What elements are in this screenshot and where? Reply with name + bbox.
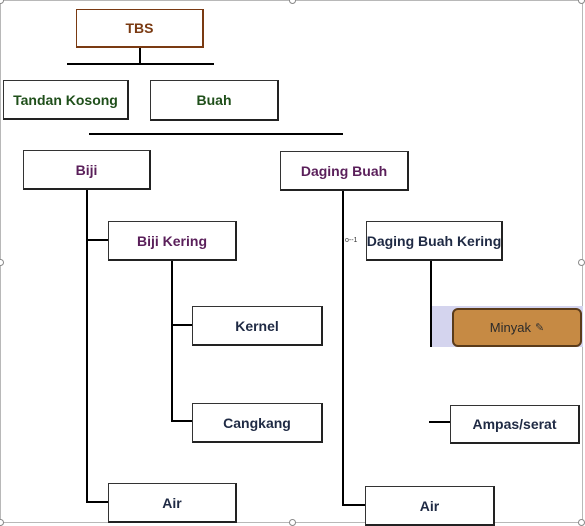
selection-handle-middle-right[interactable] (578, 259, 585, 266)
node-daging-buah[interactable]: Daging Buah (280, 151, 409, 191)
node-air-right[interactable]: Air (365, 486, 495, 526)
connector-to-ampas-serat (429, 421, 452, 423)
selection-handle-bottom-middle[interactable] (289, 519, 296, 526)
selection-handle-middle-left[interactable] (0, 259, 4, 266)
node-kernel[interactable]: Kernel (192, 306, 323, 346)
connector-to-air-left (86, 501, 109, 503)
selection-handle-bottom-left[interactable] (0, 519, 4, 526)
node-minyak[interactable]: Minyak ✎ (452, 308, 582, 347)
node-tbs-label: TBS (125, 20, 154, 36)
node-ampas-serat-label: Ampas/serat (472, 416, 557, 432)
connector-daging-buah-trunk (342, 191, 344, 506)
node-ampas-serat[interactable]: Ampas/serat (450, 405, 580, 444)
connector-buah-bar (89, 133, 343, 135)
node-air-left[interactable]: Air (108, 483, 237, 523)
node-air-right-label: Air (419, 497, 440, 514)
node-daging-buah-label: Daging Buah (300, 162, 388, 179)
node-cangkang[interactable]: Cangkang (192, 403, 323, 443)
connector-tbs-stem (139, 48, 141, 64)
connector-label: o--1 (345, 237, 358, 244)
connector-to-cangkang (171, 420, 193, 422)
selection-handle-top-middle[interactable] (289, 0, 296, 4)
node-air-left-label: Air (162, 494, 182, 511)
selection-handle-top-left[interactable] (0, 0, 4, 4)
text-cursor-icon: ✎ (534, 322, 545, 334)
node-cangkang-label: Cangkang (223, 414, 291, 431)
node-buah-label: Buah (196, 92, 232, 108)
node-buah[interactable]: Buah (150, 80, 279, 121)
selection-handle-top-right[interactable] (578, 0, 585, 4)
connector-biji-trunk (86, 190, 88, 503)
node-tandan-kosong-label: Tandan Kosong (13, 91, 118, 108)
node-biji-kering-label: Biji Kering (136, 232, 207, 249)
connector-daging-buah-kering-stem (430, 261, 432, 306)
connector-to-air-right (342, 504, 366, 506)
node-daging-buah-kering[interactable]: Daging Buah Kering (366, 221, 503, 261)
node-daging-buah-kering-label: Daging Buah Kering (366, 232, 502, 249)
connector-to-kernel (171, 324, 193, 326)
node-tbs[interactable]: TBS (76, 9, 204, 48)
selection-handle-bottom-right[interactable] (578, 519, 585, 526)
node-biji-label: Biji (75, 161, 98, 178)
connector-to-minyak (430, 306, 432, 347)
node-minyak-label: Minyak (489, 320, 531, 335)
node-biji-kering[interactable]: Biji Kering (108, 221, 237, 261)
connector-biji-kering-trunk (171, 261, 173, 422)
node-biji[interactable]: Biji (23, 150, 151, 190)
connector-to-biji-kering (86, 239, 109, 241)
node-tandan-kosong[interactable]: Tandan Kosong (3, 80, 129, 120)
connector-tbs-bar (67, 63, 214, 65)
node-kernel-label: Kernel (235, 317, 279, 334)
